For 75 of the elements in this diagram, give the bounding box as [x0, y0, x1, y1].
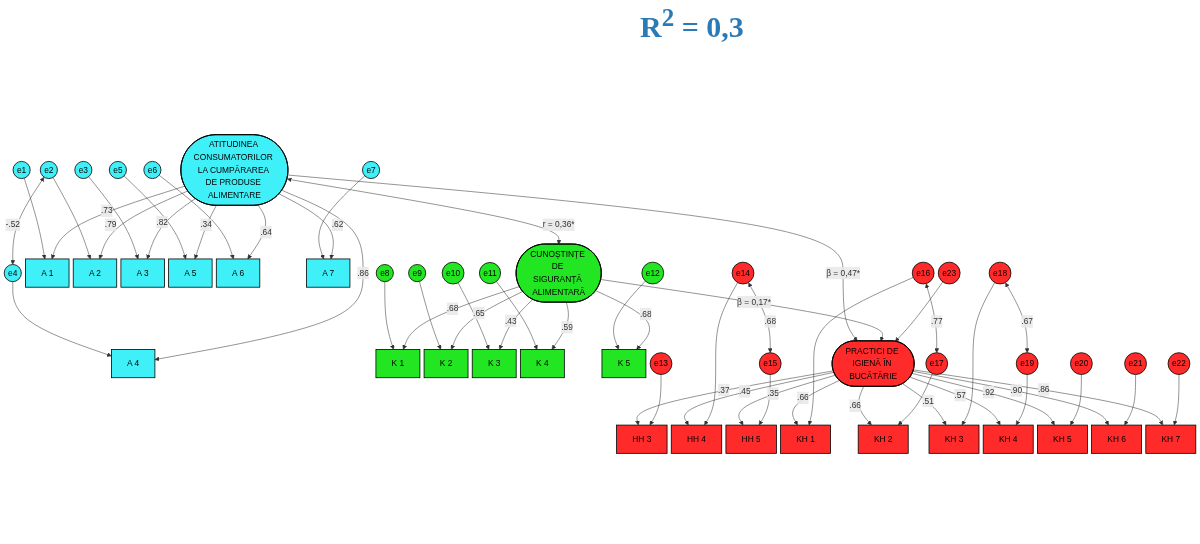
edge-label: .43 — [504, 316, 517, 326]
edge-label: .62 — [331, 219, 344, 229]
node-box: KH 6 — [1091, 424, 1142, 454]
node-circle: e15 — [758, 352, 782, 375]
edge-label: .92 — [982, 387, 995, 397]
r-squared-text: R$^{2}$ = 0,3 — [640, 4, 744, 44]
edge-label: .77 — [930, 316, 943, 326]
edge-label: .66 — [797, 393, 809, 403]
node-circle: e11 — [479, 262, 501, 285]
node-circle: e6 — [143, 161, 162, 179]
node-box: KH 3 — [928, 424, 980, 454]
node-box: KH 5 — [1037, 424, 1088, 454]
node-circle: e7 — [362, 161, 381, 179]
node-circle: e17 — [925, 352, 949, 375]
edge-label: .35 — [767, 388, 779, 398]
node-box: HH 4 — [670, 424, 723, 454]
edge-label: .66 — [849, 401, 861, 410]
edge-label: .59 — [561, 322, 573, 332]
edge-label: .82 — [156, 217, 168, 227]
node-circle: e18 — [988, 261, 1012, 285]
node-box: K 5 — [601, 349, 647, 379]
node-box: KH 7 — [1145, 424, 1197, 454]
edge-label: .68 — [446, 303, 459, 313]
node-circle: e23 — [937, 261, 961, 285]
node-circle: e2 — [39, 161, 58, 179]
node-circle: e20 — [1070, 352, 1093, 375]
node-circle: e19 — [1015, 352, 1039, 375]
node-circle: e3 — [74, 161, 93, 179]
edge-label: .68 — [639, 309, 652, 319]
node-circle: e5 — [108, 161, 127, 179]
node-box: KH 1 — [780, 424, 831, 454]
node-box: A 3 — [120, 258, 165, 288]
node-box: KH 4 — [982, 424, 1034, 454]
node-circle: e12 — [641, 261, 665, 285]
edge-label: .67 — [1021, 316, 1033, 326]
edge-label: .37 — [717, 385, 730, 395]
edge-label: .79 — [104, 219, 117, 229]
edge-label: .57 — [954, 390, 966, 400]
node-circle: e10 — [441, 261, 465, 285]
node-circle: e4 — [3, 264, 22, 283]
node-box: HH 3 — [616, 424, 668, 454]
edge-label: .86 — [357, 268, 369, 278]
node-circle: e8 — [375, 264, 394, 283]
node-circle: e22 — [1167, 352, 1191, 375]
node-box: KH 2 — [857, 424, 909, 454]
edge-label: .65 — [473, 308, 485, 318]
edge-label: β = 0,47* — [826, 268, 861, 278]
node-circle: e13 — [649, 352, 673, 375]
edge-label: r = 0,36* — [542, 219, 575, 229]
node-box: A 6 — [215, 258, 261, 288]
edge-label: .64 — [260, 227, 272, 237]
node-box: HH 5 — [725, 424, 777, 454]
edge-label: .68 — [764, 316, 777, 326]
node-box: K 4 — [520, 349, 565, 379]
node-box: K 1 — [375, 349, 421, 379]
node-box: A 5 — [168, 258, 213, 288]
node-box: K 2 — [423, 349, 469, 379]
node-box: A 2 — [72, 258, 118, 288]
node-box: A 1 — [25, 258, 70, 288]
node-box: K 3 — [471, 349, 517, 379]
edge-label: .51 — [922, 396, 934, 406]
node-circle: e21 — [1124, 352, 1147, 375]
node-circle: e16 — [911, 261, 935, 285]
node-circle: e14 — [731, 261, 755, 285]
node-circle: e9 — [408, 264, 427, 283]
node-box: A 7 — [306, 258, 351, 288]
edge-label: .34 — [200, 219, 212, 229]
node-box: A 4 — [111, 349, 156, 379]
edge-label: .73 — [100, 206, 113, 216]
edge-label: -.52 — [5, 219, 20, 229]
node-circle: e1 — [12, 161, 31, 179]
edge-label: β = 0,17* — [737, 297, 771, 307]
edge-label: .86 — [1037, 384, 1050, 394]
edge-label: .45 — [738, 386, 751, 396]
edge-label: .90 — [1010, 385, 1023, 395]
